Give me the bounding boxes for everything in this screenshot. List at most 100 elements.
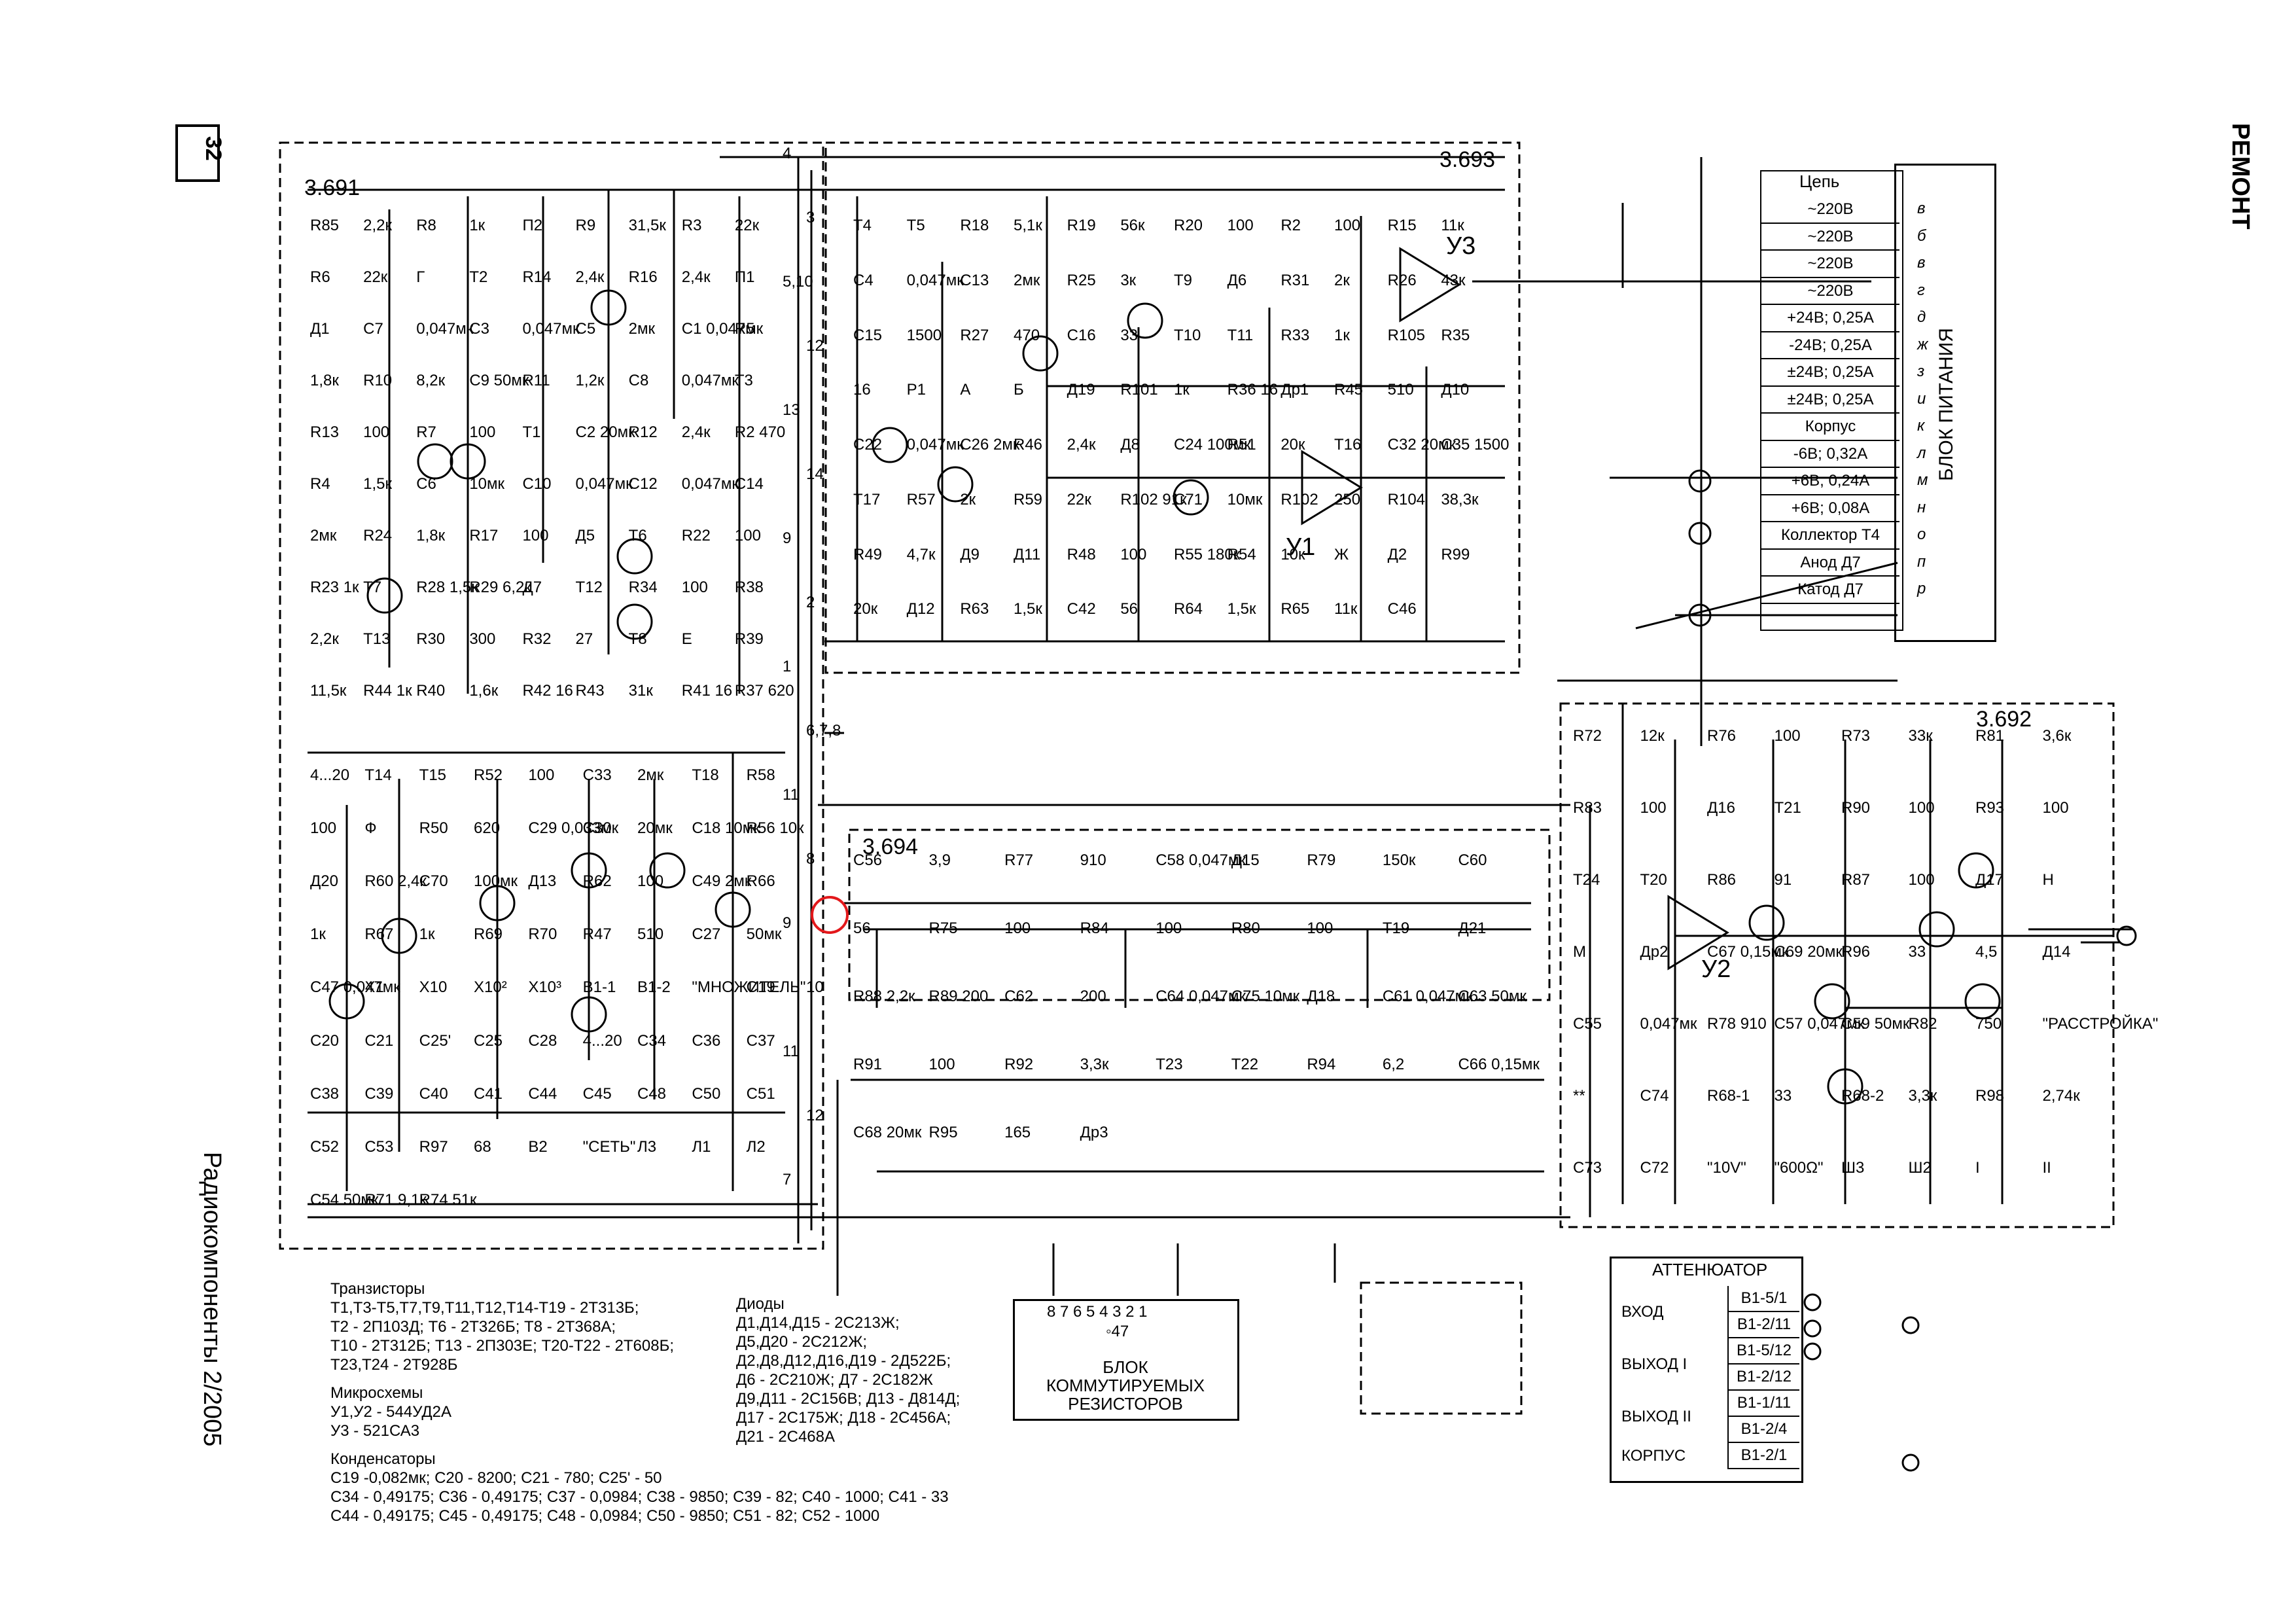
ic-label-u1: У1 (1286, 533, 1316, 561)
component-label: R49 (853, 545, 883, 563)
component-label: R77 (1004, 851, 1034, 869)
component-label: 3,3к (1080, 1056, 1109, 1073)
component-label: Д9 (960, 545, 980, 563)
component-label: R4 (310, 475, 330, 493)
component-label: R72 (1573, 727, 1602, 745)
legend-diode-line: Д17 - 2С175Ж; Д18 - 2С456А; (736, 1409, 951, 1427)
component-label: 100 (1227, 217, 1254, 234)
component-label: Д14 (2042, 943, 2071, 961)
component-label: R55 180к (1174, 545, 1241, 563)
component-label: 100 (363, 423, 390, 441)
block-label-3693: 3.693 (1439, 147, 1496, 172)
wire-number: 14 (806, 465, 824, 483)
attenuator-pin: В1-2/4 (1727, 1417, 1799, 1443)
component-label: 1к (469, 217, 486, 234)
component-label: C50 (692, 1084, 721, 1103)
component-label: 56к (1120, 217, 1145, 234)
component-label: 10мк (469, 475, 505, 493)
component-label: Д2 (1387, 545, 1407, 563)
component-label: X10 (419, 978, 448, 997)
component-label: R59 (1014, 490, 1043, 508)
power-table-pin: р (1917, 580, 1926, 597)
component-label: R35 (1441, 326, 1470, 344)
component-label: R20 (1174, 217, 1203, 234)
component-label: C28 (528, 1031, 557, 1050)
component-label: C5 (575, 320, 596, 338)
wire-number: 9 (783, 529, 792, 547)
component-label: Т10 (1174, 326, 1201, 344)
component-label: R47 (582, 925, 612, 944)
component-label: R81 (1975, 727, 2005, 745)
power-table-row: +24В; 0,25А (1761, 305, 1899, 332)
component-label: 31,5к (628, 217, 666, 234)
power-table-row: Корпус (1761, 414, 1899, 441)
component-label: Т12 (575, 579, 603, 596)
component-label: R37 620 (734, 682, 794, 700)
resistor-block-title: БЛОК КОММУТИРУЕМЫХ РЕЗИСТОРОВ (1046, 1357, 1205, 1414)
component-label: 8,2к (416, 372, 446, 389)
wire-number: 11 (783, 1043, 799, 1060)
component-label: 1к (1334, 326, 1350, 344)
component-label: C60 (1458, 851, 1487, 869)
component-label: C51 (746, 1084, 775, 1103)
wire-number: 13 (783, 401, 800, 419)
component-label: P1 (906, 381, 927, 399)
component-label: 3,3к (1908, 1087, 1937, 1105)
component-label: Т4 (853, 217, 872, 234)
ic-label-u3: У3 (1446, 232, 1476, 260)
component-label: Л3 (637, 1137, 657, 1156)
component-label: C18 10мк (692, 819, 760, 838)
component-label: C47 0,047мк (310, 978, 400, 997)
component-label: C29 0,033мк (528, 819, 619, 838)
component-label: Т13 (363, 630, 391, 648)
component-label: 38,3к (1441, 490, 1479, 508)
component-label: 100 (310, 819, 337, 838)
component-label: 100мк (474, 872, 518, 891)
component-label: R90 (1841, 799, 1871, 817)
component-label: А (960, 381, 971, 399)
component-label: R89 200 (928, 988, 989, 1005)
component-label: R63 (960, 600, 989, 618)
component-label: C52 (310, 1137, 340, 1156)
component-label: 100 (522, 527, 549, 544)
resistor-block-pins: 8 7 6 5 4 3 2 1 (1047, 1303, 1148, 1321)
component-label: C64 0,047мк (1156, 988, 1246, 1005)
component-label: 27 (575, 630, 593, 648)
component-label: C41 (474, 1084, 503, 1103)
component-label: 2,4к (681, 268, 711, 286)
component-label: R7 (416, 423, 436, 441)
attenuator-pin: В1-2/11 (1727, 1312, 1799, 1338)
component-label: R88 2,2к (853, 988, 915, 1005)
component-label: R42 16 (522, 682, 573, 700)
component-label: 2,74к (2042, 1087, 2080, 1105)
power-table-pin: б (1917, 226, 1926, 245)
component-label: R44 1к (363, 682, 412, 700)
attenuator-pin: В1-5/12 (1727, 1338, 1799, 1364)
ic-u1-symbol (1301, 450, 1363, 526)
wire-number: 10 (806, 978, 824, 996)
component-label: C46 (1387, 600, 1417, 618)
component-label: Т3 (734, 372, 753, 389)
component-label: 1,8к (416, 527, 446, 544)
component-label: Др2 (1640, 943, 1669, 961)
power-table-row: Коллектор Т4 (1761, 522, 1899, 550)
component-label: C4 (853, 271, 874, 289)
component-label: П2 (522, 217, 543, 234)
component-label: R9 (575, 217, 596, 234)
component-label: C59 50мк (1841, 1015, 1910, 1033)
power-table-pin: н (1917, 498, 1926, 516)
power-supply-title: БЛОК ПИТАНИЯ (1935, 328, 1957, 481)
component-label: Т5 (906, 217, 925, 234)
component-label: 620 (474, 819, 501, 838)
legend-diode-line: Д5,Д20 - 2С212Ж; (736, 1333, 868, 1351)
component-label: 2мк (310, 527, 337, 544)
wire-number: 9 (783, 914, 792, 932)
raststroika-frame (1360, 1281, 1523, 1415)
attenuator-pin: В1-2/1 (1727, 1443, 1799, 1469)
component-label: R69 (474, 925, 503, 944)
component-label: C48 (637, 1084, 667, 1103)
component-label: 510 (637, 925, 664, 944)
power-table-row: Анод Д7 (1761, 550, 1899, 577)
component-label: 3к (1120, 271, 1137, 289)
component-label: 510 (1387, 381, 1414, 399)
